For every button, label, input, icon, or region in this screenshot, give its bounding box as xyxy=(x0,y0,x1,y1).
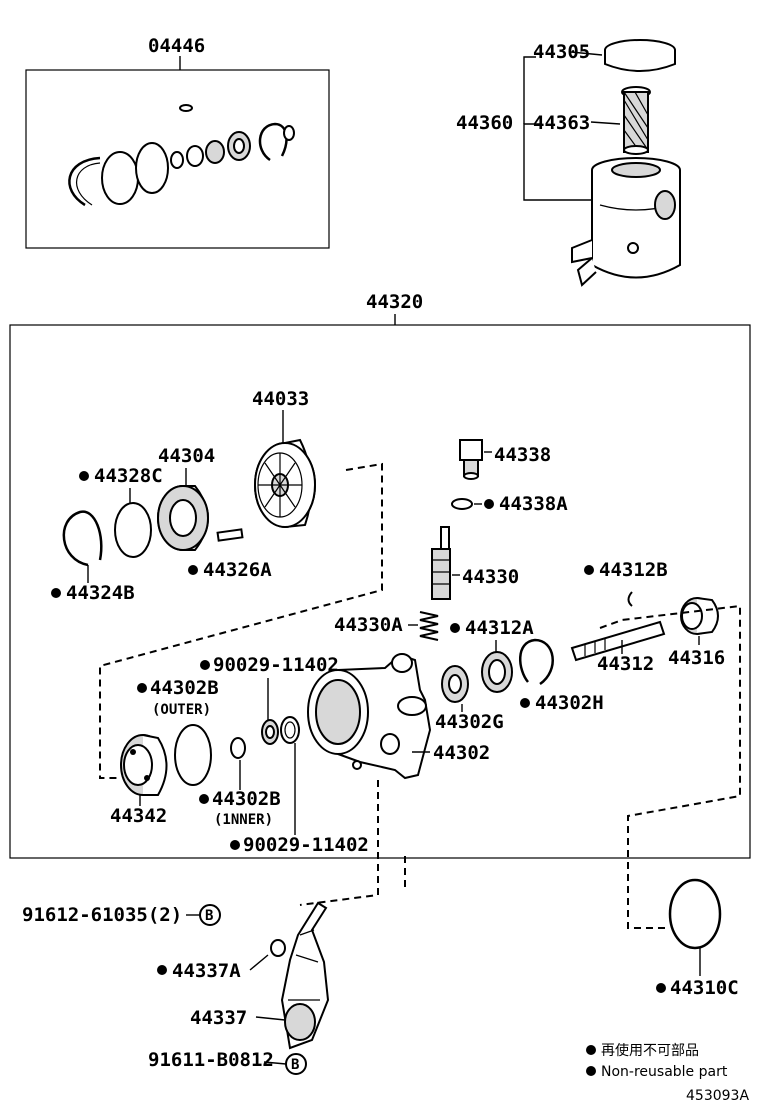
label-44338: 44338 xyxy=(494,444,551,466)
oring-44302b-inner: 44302B (1NNER) xyxy=(199,737,281,828)
shaft-44312: 44312 xyxy=(570,620,666,675)
label-44328c: 44328C xyxy=(94,465,163,487)
snap-ring-44324b: 44324B xyxy=(51,510,135,604)
spring-44330a: 44330A xyxy=(334,611,439,641)
label-44312: 44312 xyxy=(597,653,654,675)
pipe-44337: 44337 xyxy=(190,901,330,1050)
label-91612: 91612-61035(2) xyxy=(22,904,182,926)
label-04446: 04446 xyxy=(148,35,205,57)
rotor-44316: 44316 xyxy=(668,597,725,669)
label-44320: 44320 xyxy=(366,291,423,313)
union-44338: 44338 xyxy=(459,439,551,480)
ring-44302h: 44302H xyxy=(519,638,604,714)
label-44342: 44342 xyxy=(110,805,167,827)
oring-44338a: 44338A xyxy=(451,493,568,515)
kit-frame xyxy=(25,69,330,249)
label-91611: 91611-B0812 xyxy=(148,1049,274,1071)
oring-44337a: 44337A xyxy=(157,939,286,982)
assembly-dashed-lines xyxy=(99,462,741,929)
pin-44326a: 44326A xyxy=(188,528,272,581)
label-44337: 44337 xyxy=(190,1007,247,1029)
label-44302b-inner: 44302B xyxy=(212,788,281,810)
seal-44302g: 44302G xyxy=(435,665,504,733)
label-44360: 44360 xyxy=(456,112,513,134)
legend-dot-en xyxy=(586,1066,596,1076)
label-44312a: 44312A xyxy=(465,617,534,639)
label-44302g: 44302G xyxy=(435,711,504,733)
label-90029-top: 90029-11402 xyxy=(213,654,339,676)
label-44363: 44363 xyxy=(533,112,590,134)
oring-90029-top: 90029-11402 xyxy=(200,654,339,835)
clip-44312b: 44312B xyxy=(584,559,668,607)
housing-44302: 44302 xyxy=(307,653,490,780)
label-44312b: 44312B xyxy=(599,559,668,581)
bolt-91611: 91611-B0812 B xyxy=(148,1049,307,1075)
bolt-91612: 91612-61035(2) B xyxy=(22,904,221,926)
ring-44328c: 44328C xyxy=(79,465,163,558)
oring-44302b-outer: 44302B (OUTER) xyxy=(137,677,219,786)
bolt-badge-1-text: B xyxy=(205,908,213,924)
seal-44312a: 44312A xyxy=(450,617,534,693)
legend: 再使用不可部品 Non-reusable part xyxy=(586,1042,728,1080)
bolt-badge-2-text: B xyxy=(291,1057,299,1073)
kit-seal-parts xyxy=(68,104,295,207)
label-44326a: 44326A xyxy=(203,559,272,581)
label-90029-bottom: 90029-11402 xyxy=(243,834,369,856)
oring-90029-bottom: 90029-11402 xyxy=(230,834,369,856)
bolt-badge-1 xyxy=(199,904,221,926)
label-44304: 44304 xyxy=(158,445,215,467)
label-44324b: 44324B xyxy=(66,582,135,604)
label-44310c: 44310C xyxy=(670,977,739,999)
label-44033: 44033 xyxy=(252,388,309,410)
cover-44342: 44342 xyxy=(110,734,168,827)
pulley-44033: 44033 xyxy=(252,388,316,528)
legend-en: Non-reusable part xyxy=(601,1064,728,1080)
label-outer-note: (OUTER) xyxy=(152,702,211,718)
pump-assy-frame xyxy=(9,324,751,859)
label-44316: 44316 xyxy=(668,647,725,669)
label-44302h: 44302H xyxy=(535,692,604,714)
label-44330a: 44330A xyxy=(334,614,403,636)
reservoir-group: 44305 44360 44363 xyxy=(456,39,681,287)
label-44330: 44330 xyxy=(462,566,519,588)
valve-44330: 44330 xyxy=(431,526,519,600)
label-44302b-outer: 44302B xyxy=(150,677,219,699)
legend-dot-jp xyxy=(586,1045,596,1055)
label-44302: 44302 xyxy=(433,742,490,764)
label-44338a: 44338A xyxy=(499,493,568,515)
label-44337a: 44337A xyxy=(172,960,241,982)
label-44305: 44305 xyxy=(533,41,590,63)
label-inner-note: (1NNER) xyxy=(214,812,273,828)
legend-jp: 再使用不可部品 xyxy=(601,1042,699,1059)
gasket-44310c: 44310C xyxy=(656,878,739,999)
bolt-badge-2 xyxy=(285,1053,307,1075)
bearing-44304: 44304 xyxy=(157,445,215,551)
reference-number: 453093A xyxy=(686,1088,749,1104)
